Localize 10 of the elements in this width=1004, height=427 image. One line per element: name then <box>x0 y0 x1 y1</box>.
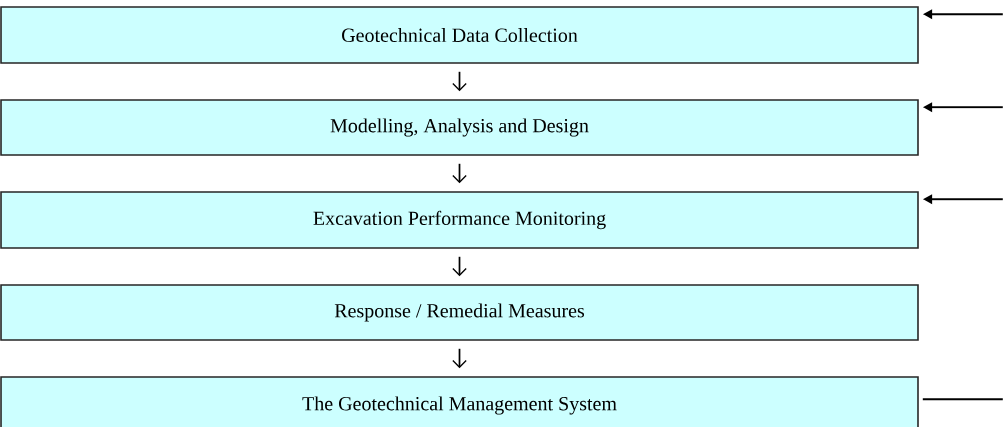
process-box: Modelling, Analysis and Design <box>0 99 919 156</box>
process-box: Geotechnical Data Collection <box>0 6 919 64</box>
process-box: Response / Remedial Measures <box>0 284 919 341</box>
process-box: Excavation Performance Monitoring <box>0 191 919 249</box>
arrow <box>452 255 467 277</box>
process-box: The Geotechnical Management System <box>0 376 919 427</box>
arrow <box>452 162 467 184</box>
arrow <box>452 70 467 92</box>
line <box>921 398 1004 401</box>
arrow <box>452 347 467 369</box>
